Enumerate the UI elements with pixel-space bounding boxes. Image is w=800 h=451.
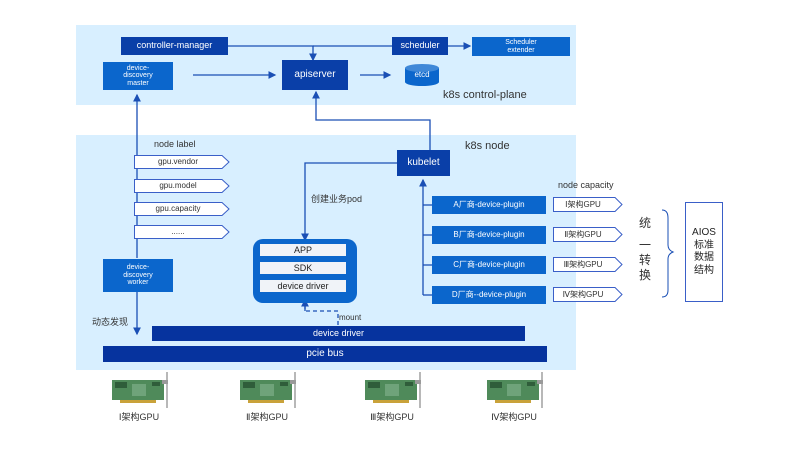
tag-shape	[553, 197, 623, 212]
business-pod[interactable]: APP SDK device driver	[253, 239, 357, 303]
gpu-card-image	[240, 372, 300, 408]
pod-layer-driver: device driver	[260, 280, 346, 292]
capacity-text: Ⅰ架构GPU	[565, 200, 601, 209]
control-plane-title: k8s control-plane	[443, 89, 527, 101]
conversion-char: 统	[638, 216, 651, 230]
create-pod-label: 创建业务pod	[311, 194, 363, 204]
scheduler-box[interactable]: scheduler	[392, 37, 448, 55]
tag-shape	[553, 227, 623, 242]
apiserver-box[interactable]: apiserver	[282, 60, 348, 90]
pod-layer-app: APP	[260, 244, 346, 256]
gpu-label: Ⅰ架构GPU	[118, 412, 160, 422]
capacity-text: Ⅱ架构GPU	[564, 230, 602, 239]
capacity-text: Ⅳ架构GPU	[562, 290, 604, 299]
gpu-card-image	[112, 372, 172, 408]
device-plugin-box[interactable]: C厂商-device-plugin	[432, 256, 546, 274]
gpu-label: Ⅳ架构GPU	[491, 412, 537, 422]
mount-label: mount	[339, 313, 362, 322]
device-discovery-master-box[interactable]: device- discovery master	[103, 62, 173, 90]
gpu-card-image	[365, 372, 425, 408]
aios-standard-label: AIOS 标准 数据 结构	[692, 227, 716, 276]
conversion-char: 换	[638, 268, 651, 282]
node-label-text: ......	[171, 227, 185, 236]
conversion-char: 转	[638, 253, 651, 267]
device-plugin-box[interactable]: D厂商--device-plugin	[432, 286, 546, 304]
node-label-text: gpu.capacity	[155, 204, 201, 213]
device-discovery-worker-box[interactable]: device- discovery worker	[103, 259, 173, 292]
device-plugin-box[interactable]: A厂商-device-plugin	[432, 196, 546, 214]
gpu-label: Ⅱ架构GPU	[246, 412, 288, 422]
gpu-card-image	[487, 372, 547, 408]
database-icon	[405, 64, 439, 86]
pod-layer-sdk: SDK	[260, 262, 346, 274]
device-plugin-box[interactable]: B厂商-device-plugin	[432, 226, 546, 244]
line-controller-to-apiserver	[228, 45, 317, 62]
tag-shape	[134, 225, 230, 239]
node-label-title: node label	[154, 139, 196, 149]
node-title: k8s node	[465, 140, 510, 152]
tag-shape	[553, 257, 623, 272]
line-kubelet-to-apiserver	[312, 90, 431, 150]
node-label-text: gpu.model	[159, 181, 197, 190]
capacity-tag: Ⅰ架构GPU	[553, 197, 623, 212]
tag-shape	[134, 202, 230, 216]
aios-standard-box[interactable]: AIOS 标准 数据 结构	[685, 202, 723, 302]
gpu-card-icon	[365, 372, 421, 408]
gpu-card-icon	[240, 372, 296, 408]
line-mount	[304, 305, 339, 327]
brace	[661, 209, 675, 298]
kubelet-box[interactable]: kubelet	[397, 150, 450, 176]
tag-shape	[134, 155, 230, 169]
etcd-cylinder[interactable]: etcd	[405, 64, 439, 86]
tag-shape	[553, 287, 623, 302]
node-label-tag: gpu.vendor	[134, 155, 230, 169]
capacity-tag: Ⅱ架构GPU	[553, 227, 623, 242]
gpu-card-icon	[487, 372, 543, 408]
conversion-char: 一	[638, 238, 651, 252]
node-capacity-title: node capacity	[558, 180, 614, 190]
capacity-text: Ⅲ架构GPU	[563, 260, 603, 269]
node-label-tag: ......	[134, 225, 230, 239]
gpu-label: Ⅲ架构GPU	[370, 412, 414, 422]
scheduler-extender-box[interactable]: Scheduler extender	[472, 37, 570, 56]
tag-shape	[134, 179, 230, 193]
node-label-tag: gpu.capacity	[134, 202, 230, 216]
capacity-tag: Ⅳ架构GPU	[553, 287, 623, 302]
capacity-tag: Ⅲ架构GPU	[553, 257, 623, 272]
pcie-bus-bar: pcie bus	[103, 346, 547, 362]
line-kubelet-to-pod	[301, 162, 397, 242]
device-driver-bar: device driver	[152, 326, 525, 341]
gpu-card-icon	[112, 372, 168, 408]
node-label-text: gpu.vendor	[157, 157, 199, 166]
controller-manager-box[interactable]: controller-manager	[121, 37, 228, 55]
etcd-label: etcd	[414, 70, 430, 79]
node-label-tag: gpu.model	[134, 179, 230, 193]
dynamic-discovery-label: 动态发现	[92, 317, 129, 327]
